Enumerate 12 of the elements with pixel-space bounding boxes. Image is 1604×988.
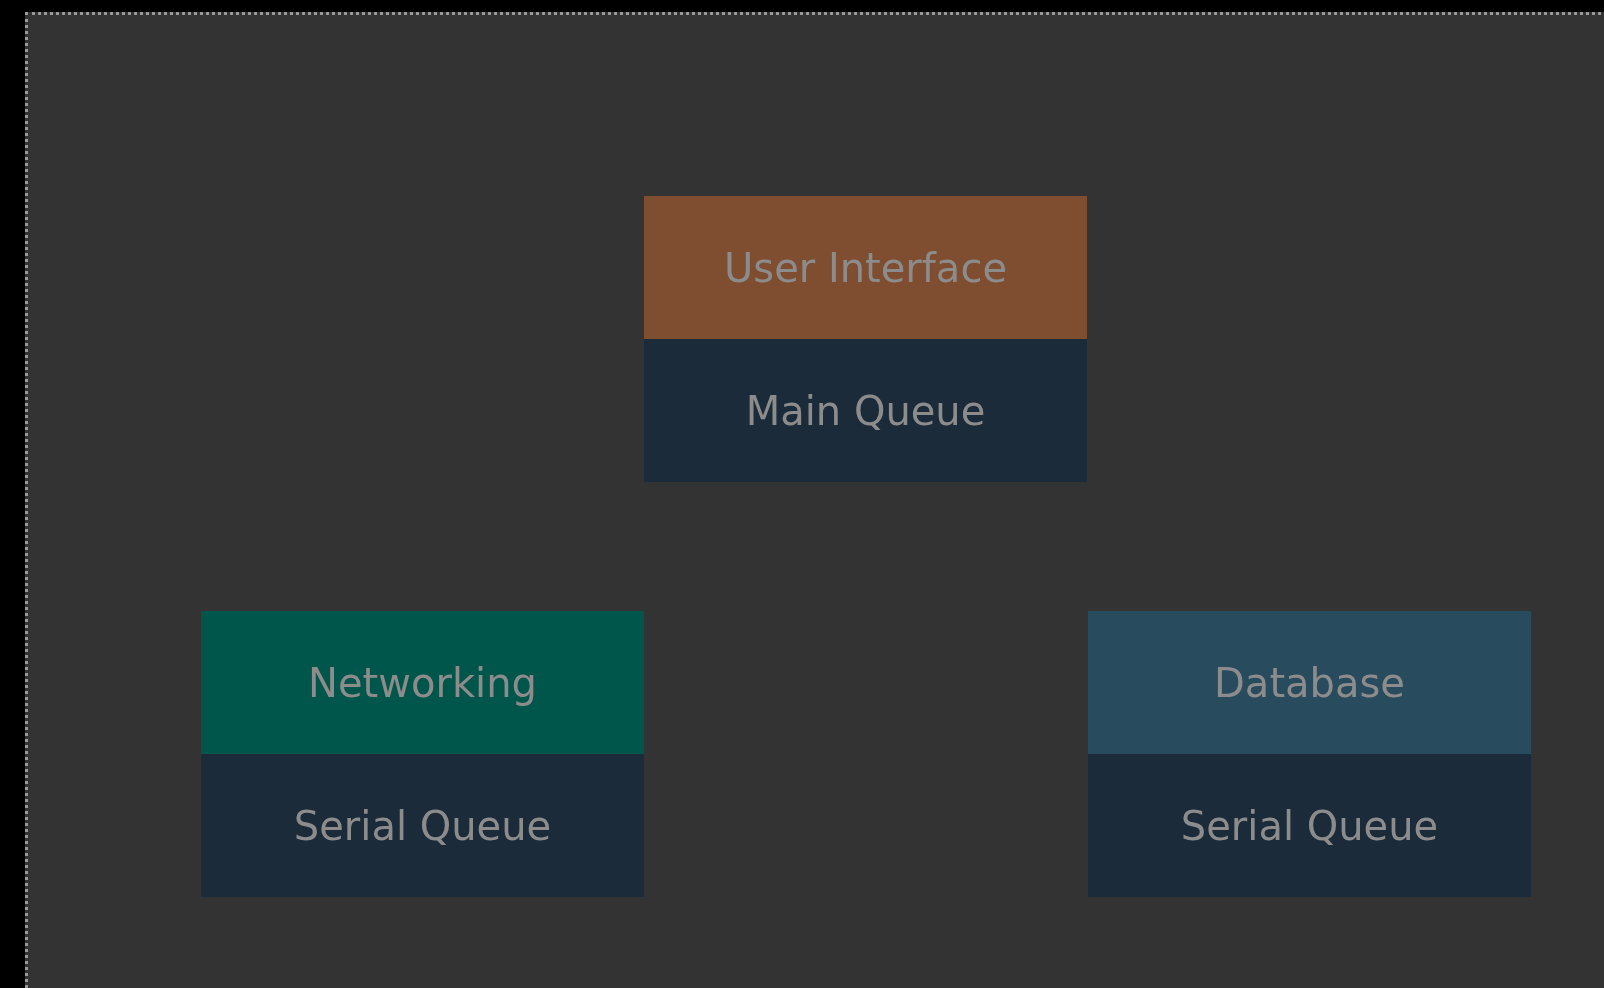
layer-box (201, 611, 644, 754)
box-label: Main Queue (745, 387, 986, 434)
box-label: Database (1214, 659, 1405, 706)
box-label: User Interface (724, 244, 1007, 291)
layer-box (1088, 611, 1531, 754)
box-label: Serial Queue (1180, 802, 1439, 849)
queue-box (201, 754, 644, 897)
queue-box (644, 339, 1087, 482)
queue-box (1088, 754, 1531, 897)
layer-box (644, 196, 1087, 339)
box-label: Networking (308, 659, 537, 706)
box-label: Serial Queue (293, 802, 552, 849)
